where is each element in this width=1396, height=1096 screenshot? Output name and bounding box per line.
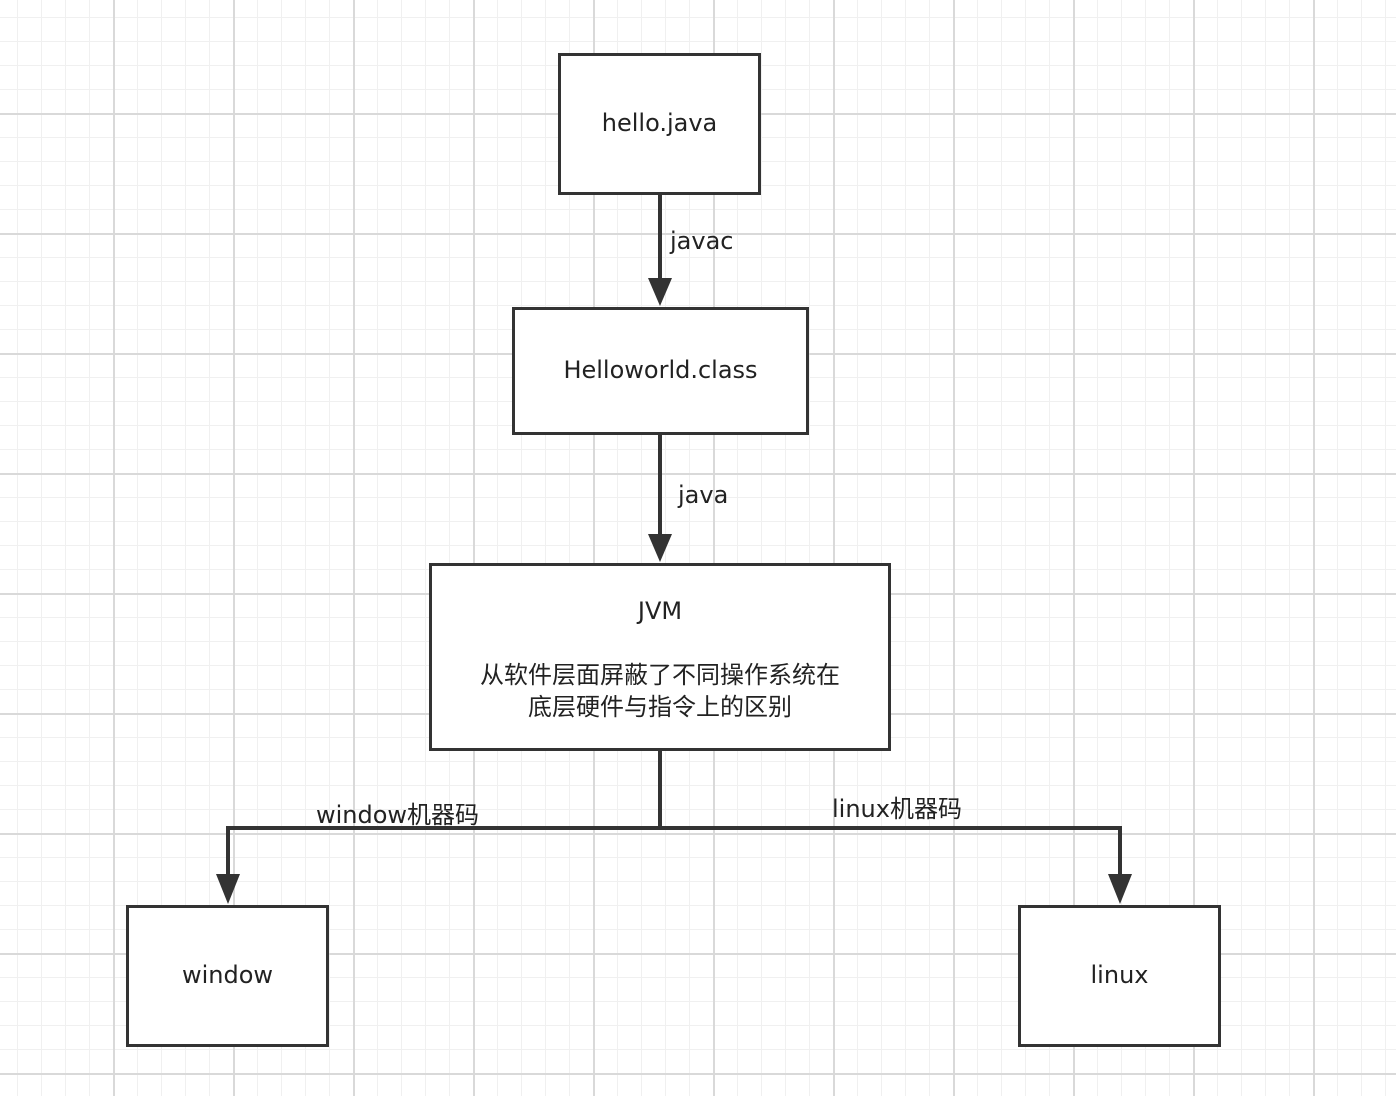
javac-arrowhead: [648, 278, 672, 306]
jvm-description-line-1: 从软件层面屏蔽了不同操作系统在: [480, 661, 840, 690]
java-arrowhead: [648, 534, 672, 562]
linux-machine-code-label: linux机器码: [832, 795, 962, 823]
javac-edge-label: javac: [670, 227, 734, 255]
window-machine-code-label: window机器码: [316, 801, 480, 829]
hello-java-label: hello.java: [601, 109, 718, 138]
linux-arrowhead: [1108, 874, 1132, 904]
linux-node[interactable]: linux: [1018, 905, 1221, 1047]
window-node[interactable]: window: [126, 905, 329, 1047]
helloworld-class-node[interactable]: Helloworld.class: [512, 307, 809, 435]
jvm-description-line-2: 底层硬件与指令上的区别: [528, 693, 792, 722]
hello-java-node[interactable]: hello.java: [558, 53, 761, 195]
helloworld-class-label: Helloworld.class: [563, 356, 758, 385]
linux-label: linux: [1090, 961, 1149, 990]
window-arrowhead: [216, 874, 240, 904]
jvm-node[interactable]: JVM 从软件层面屏蔽了不同操作系统在 底层硬件与指令上的区别: [429, 563, 891, 751]
java-edge-label: java: [678, 481, 729, 509]
window-label: window: [181, 961, 274, 990]
jvm-title: JVM: [637, 597, 683, 625]
